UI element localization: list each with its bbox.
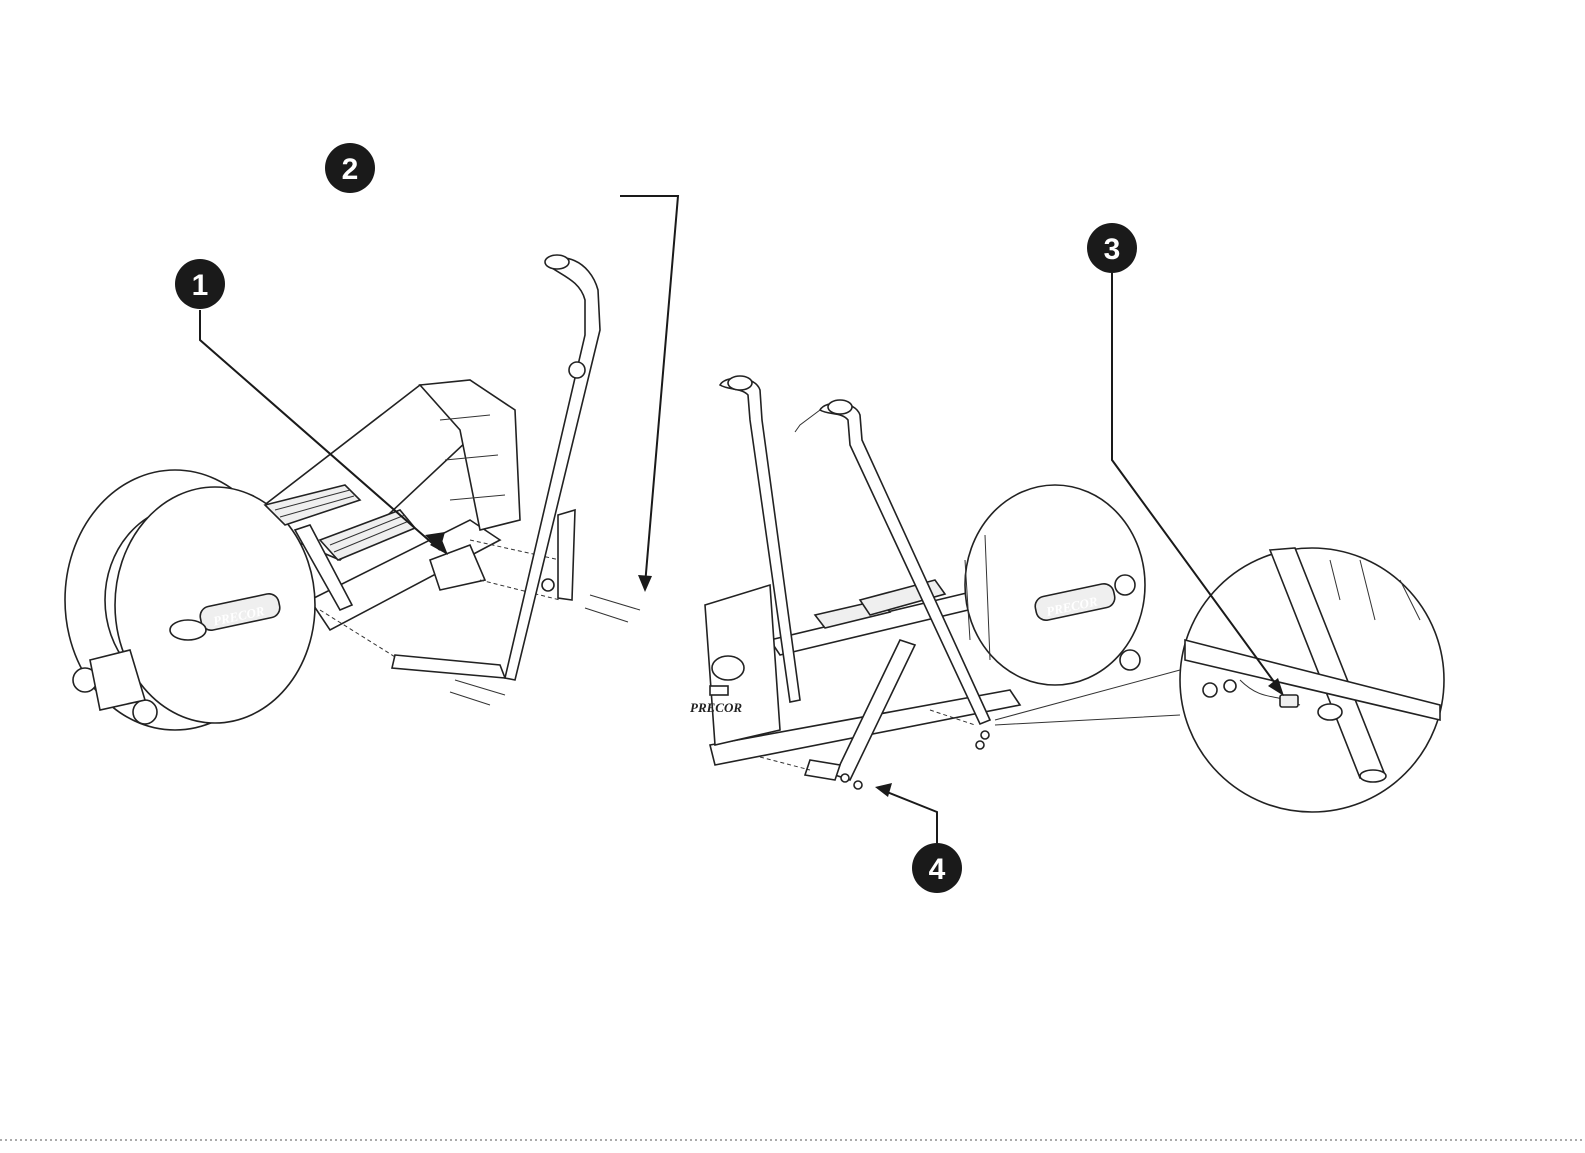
callout-4-label: 4	[929, 853, 946, 886]
callout-3-label: 3	[1104, 233, 1121, 266]
callout-2-label: 2	[342, 153, 359, 186]
arrowhead-2	[638, 575, 652, 592]
arrowhead-4	[875, 783, 892, 797]
right-elliptical-machine: PRECOR PRECOR	[690, 376, 1145, 789]
right-front-logo-text: PRECOR	[690, 700, 742, 715]
callout-1: 1	[175, 259, 225, 309]
callout-2: 2	[325, 143, 375, 193]
callout-3: 3	[1087, 223, 1137, 273]
callout-1-label: 1	[192, 269, 209, 302]
callout-4: 4	[912, 843, 962, 893]
left-elliptical-machine: PRECOR	[65, 380, 560, 730]
